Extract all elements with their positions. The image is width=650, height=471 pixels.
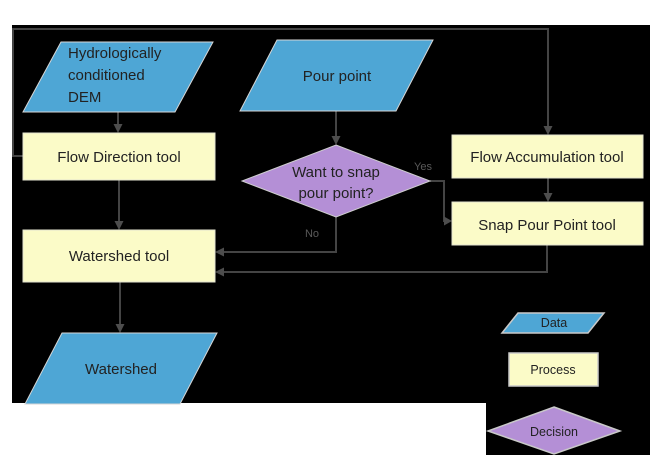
edge-flow-accumulation-to-snap-pour-point: [543, 178, 553, 202]
arrowhead-icon: [444, 216, 452, 226]
legend-decision-diamond: [485, 406, 623, 455]
arrowhead-icon: [113, 124, 123, 133]
node-pour-point-label: Pour point: [303, 68, 372, 85]
node-snap-pour-point: Snap Pour Point tool: [451, 201, 644, 246]
node-flow-accumulation-label: Flow Accumulation tool: [470, 149, 623, 166]
node-dem-line2: conditioned: [68, 67, 145, 84]
arrowhead-icon: [215, 267, 224, 277]
legend-data-parallelogram: [500, 312, 606, 334]
node-watershed: Watershed: [24, 332, 218, 405]
node-snap-pour-point-label: Snap Pour Point tool: [478, 217, 616, 234]
arrowhead-icon: [215, 247, 224, 257]
edge-flow-direction-to-flow-accumulation: [12, 28, 553, 157]
edge-snap-pour-point-to-watershed-tool: [215, 245, 548, 277]
process-rect: [451, 134, 644, 179]
node-dem-line3: DEM: [68, 89, 101, 106]
legend-item-data: Data: [500, 312, 606, 334]
edge-line: [223, 245, 548, 273]
legend-decision-label: Decision: [530, 425, 578, 439]
data-parallelogram: [24, 332, 218, 405]
legend-item-process: Process: [508, 352, 599, 387]
edge-watershed-tool-to-watershed: [115, 282, 125, 333]
process-rect: [22, 132, 216, 181]
node-flow-direction-label: Flow Direction tool: [57, 149, 180, 166]
arrowhead-icon: [115, 324, 125, 333]
node-pour-point: Pour point: [239, 39, 434, 112]
node-watershed-label: Watershed: [85, 361, 157, 378]
node-watershed-tool-label: Watershed tool: [69, 248, 169, 265]
process-rect: [22, 229, 216, 283]
edge-decision-no-to-watershed-tool: No: [215, 217, 337, 257]
node-flow-accumulation: Flow Accumulation tool: [451, 134, 644, 179]
edge-flow-direction-to-watershed-tool: [114, 180, 124, 230]
yes-label: Yes: [414, 161, 432, 173]
node-dem-line1: Hydrologically: [68, 45, 162, 62]
edge-dem-to-flow-direction: [113, 112, 123, 133]
node-decision-line1: Want to snap: [292, 164, 380, 181]
data-parallelogram: [239, 39, 434, 112]
data-parallelogram: [22, 41, 214, 113]
edge-line: [223, 217, 337, 253]
legend-data-label: Data: [541, 316, 567, 330]
edge-line: [12, 28, 549, 157]
legend-process-label: Process: [530, 363, 575, 377]
arrowhead-icon: [331, 136, 341, 145]
node-dem: Hydrologically conditioned DEM: [22, 41, 214, 113]
arrowhead-icon: [543, 126, 553, 135]
legend: Data Process Decision: [485, 312, 623, 455]
legend-item-decision: Decision: [485, 406, 623, 455]
edge-pour-point-to-decision: [331, 111, 341, 145]
node-decision-line2: pour point?: [298, 185, 373, 202]
no-label: No: [305, 228, 319, 240]
arrowhead-icon: [114, 221, 124, 230]
arrowhead-icon: [543, 193, 553, 202]
decision-diamond: [240, 144, 432, 218]
legend-process-rect: [508, 352, 599, 387]
node-flow-direction: Flow Direction tool: [22, 132, 216, 181]
node-decision: Want to snap pour point?: [240, 144, 432, 218]
edge-decision-yes-to-snap-pour-point: Yes: [414, 161, 452, 226]
node-watershed-tool: Watershed tool: [22, 229, 216, 283]
process-rect: [451, 201, 644, 246]
